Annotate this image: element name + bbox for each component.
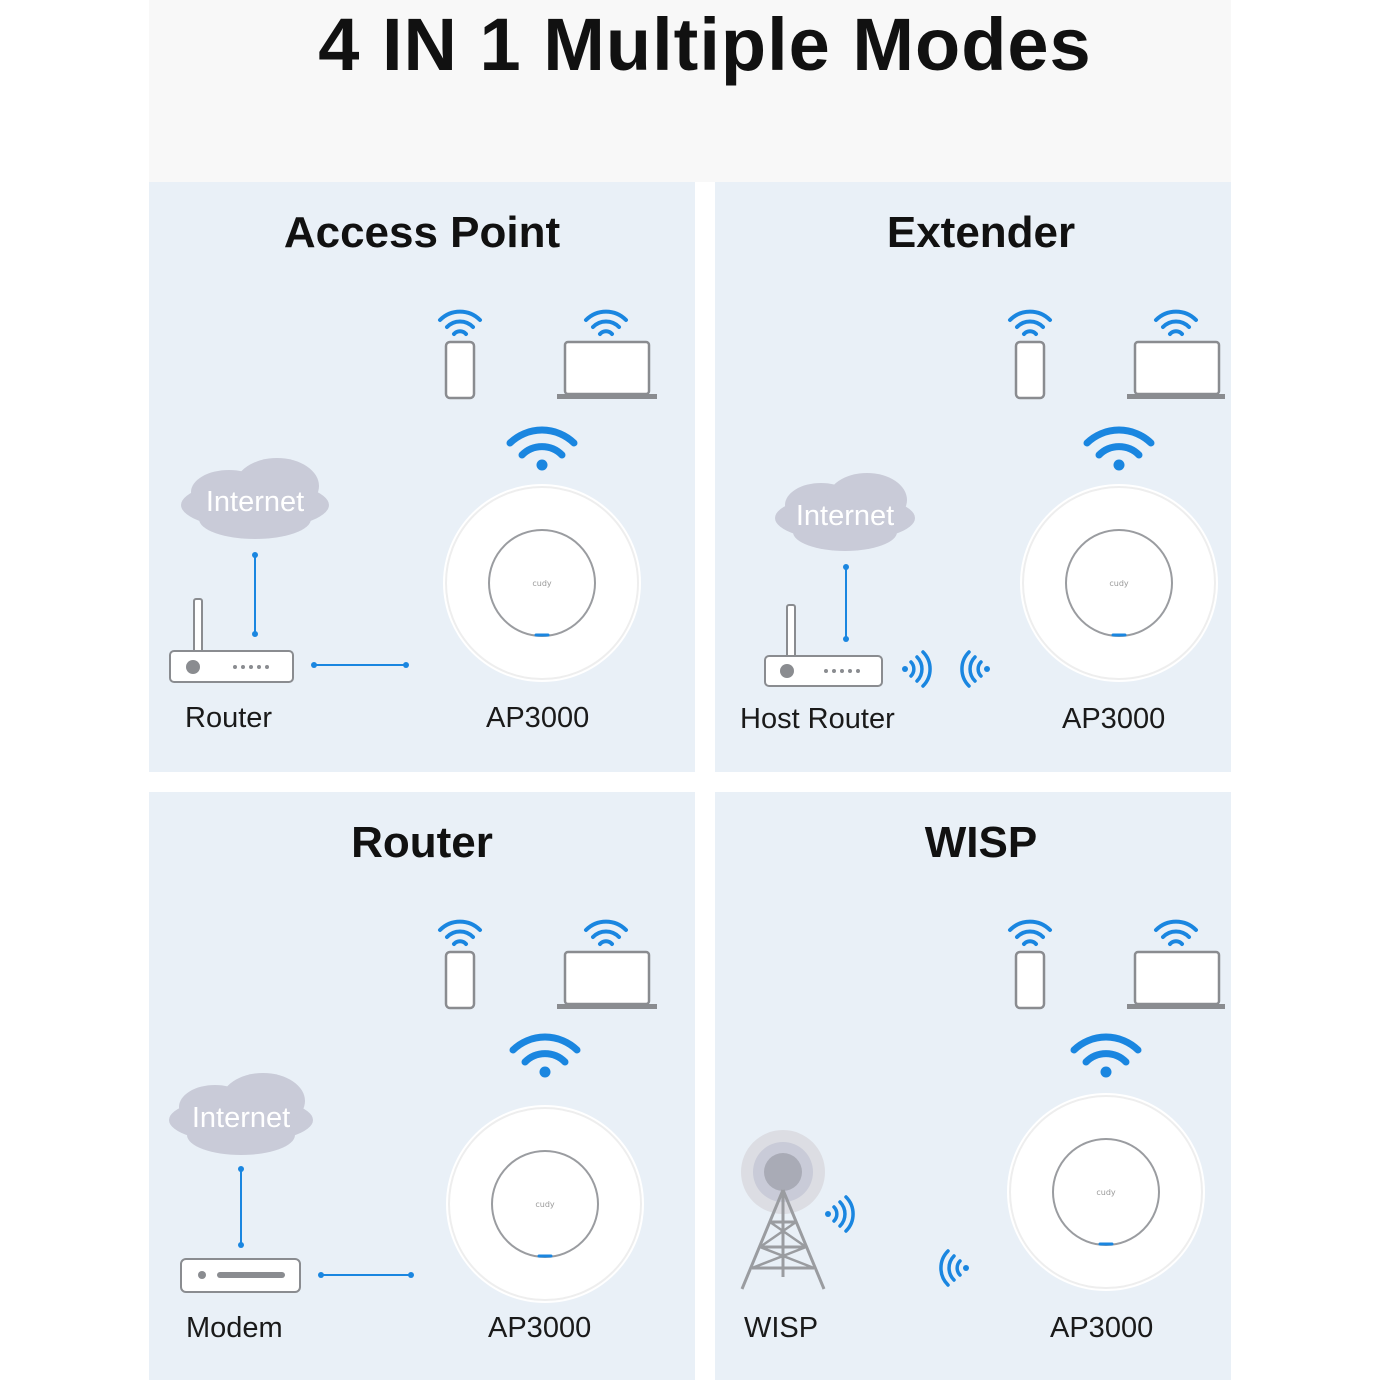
wifi-icon xyxy=(438,309,482,336)
wifi-icon xyxy=(438,919,482,946)
ap-label: AP3000 xyxy=(1050,1312,1154,1344)
cloud-label: Internet xyxy=(795,500,895,532)
laptop-icon xyxy=(1127,340,1225,399)
brand-logo: cudy xyxy=(535,1200,555,1209)
cloud-label: Internet xyxy=(191,1102,291,1134)
ap-label: AP3000 xyxy=(488,1312,592,1344)
diagram-art: cudy xyxy=(764,309,1225,688)
header xyxy=(149,0,1231,182)
access-point-icon: cudy xyxy=(443,484,641,682)
phone-icon xyxy=(444,950,476,1010)
brand-logo: cudy xyxy=(532,579,552,588)
panel-wisp: WISP xyxy=(715,792,1231,1380)
cloud-icon xyxy=(775,473,915,551)
wifi-icon xyxy=(506,426,578,471)
brand-logo: cudy xyxy=(1109,579,1129,588)
wifi-icon xyxy=(584,919,628,946)
signal-in-icon xyxy=(939,1249,969,1287)
access-point-icon: cudy xyxy=(1020,484,1218,682)
wifi-icon xyxy=(1154,919,1198,946)
tower-icon xyxy=(740,1130,826,1290)
wifi-icon xyxy=(1008,919,1052,946)
source-label: Host Router xyxy=(740,703,895,735)
ap-label: AP3000 xyxy=(486,702,590,734)
panel-title: Router xyxy=(351,818,493,867)
wifi-icon xyxy=(584,309,628,336)
signal-out-icon xyxy=(902,650,932,688)
page-title: 4 IN 1 Multiple Modes xyxy=(318,3,1092,86)
diagram-art: cudy xyxy=(740,919,1225,1291)
modem-icon xyxy=(180,1258,301,1293)
router-icon xyxy=(764,604,883,687)
laptop-icon xyxy=(557,340,657,399)
panel-extender: Extender xyxy=(715,182,1231,772)
laptop-icon xyxy=(557,950,657,1009)
laptop-icon xyxy=(1127,950,1225,1009)
phone-icon xyxy=(1014,950,1046,1010)
panel-title: Extender xyxy=(886,208,1076,257)
panel-access-point: Access Point xyxy=(149,182,695,772)
panel-title: Access Point xyxy=(283,208,561,257)
source-label: Router xyxy=(185,702,273,734)
ap-label: AP3000 xyxy=(1062,703,1166,735)
signal-out-icon xyxy=(825,1195,855,1233)
panel-title: WISP xyxy=(924,818,1038,867)
wifi-icon xyxy=(1154,309,1198,336)
brand-logo: cudy xyxy=(1096,1188,1116,1197)
source-label: Modem xyxy=(186,1312,283,1344)
wifi-icon xyxy=(1070,1033,1142,1078)
panel-router: Router xyxy=(149,792,695,1380)
access-point-icon: cudy xyxy=(1007,1093,1205,1291)
router-icon xyxy=(169,598,294,683)
source-label: WISP xyxy=(744,1312,819,1344)
phone-icon xyxy=(444,340,476,400)
phone-icon xyxy=(1014,340,1046,400)
access-point-icon: cudy xyxy=(446,1105,644,1303)
wifi-icon xyxy=(1008,309,1052,336)
cloud-label: Internet xyxy=(205,486,305,518)
diagram-art: cudy xyxy=(169,309,657,683)
signal-in-icon xyxy=(960,650,990,688)
wifi-icon xyxy=(509,1033,581,1078)
diagram-art: cudy xyxy=(169,919,657,1303)
wifi-icon xyxy=(1083,426,1155,471)
cloud-icon xyxy=(181,458,329,539)
cloud-icon xyxy=(169,1073,313,1155)
